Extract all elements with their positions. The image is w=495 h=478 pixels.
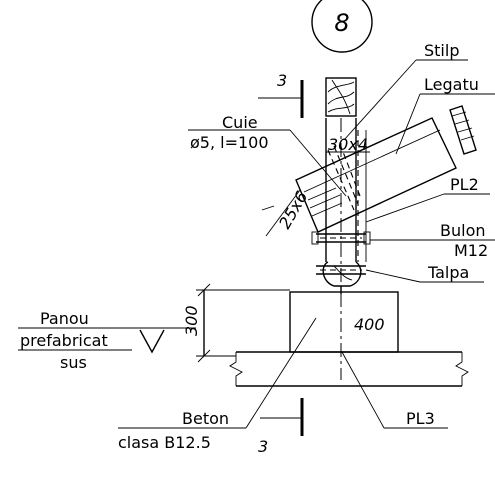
label-cuie: Cuie ø5, l=100 [188, 113, 347, 197]
label-stilp: Stilp [343, 41, 468, 141]
dimension-width-text: 400 [354, 315, 385, 334]
dimension-height: 300 [182, 283, 290, 363]
label-panou-line1: Panou [40, 309, 89, 328]
detail-number-badge: 8 [311, 0, 373, 53]
label-pl3-text: PL3 [406, 409, 435, 428]
label-legatura-text: Legatu [424, 75, 479, 94]
label-talpa-text: Talpa [427, 263, 469, 282]
detail-number: 8 [334, 9, 349, 37]
label-cuie-text: Cuie [222, 113, 258, 132]
label-bulon: Bulon M12 [370, 221, 495, 260]
section-mark-top: 3 [277, 71, 287, 90]
post-section-symbol [325, 77, 357, 117]
label-bulon-text: Bulon [440, 221, 486, 240]
brace-section-text: 25x6 [275, 188, 311, 232]
label-beton: Beton clasa B12.5 [118, 317, 317, 452]
diagonal-brace [295, 105, 477, 233]
nails [327, 143, 361, 211]
base-talpa [322, 261, 362, 294]
ground-slab [229, 351, 469, 387]
label-talpa: Talpa [365, 263, 484, 283]
label-bulon-size: M12 [454, 241, 488, 260]
section-cut-bottom: 3 [258, 398, 304, 456]
label-pl3: PL3 [341, 351, 448, 429]
dimension-height-text: 300 [182, 305, 201, 336]
label-panou: Panou prefabricat sus [18, 309, 196, 372]
brace-section-callout: 25x6 [261, 188, 311, 237]
label-panou-line3: sus [60, 353, 87, 372]
label-panou-line2: prefabricat [20, 331, 108, 350]
label-beton-class: clasa B12.5 [118, 433, 211, 452]
label-stilp-text: Stilp [424, 41, 459, 60]
label-legatura: Legatu [395, 75, 495, 155]
label-pl2-text: PL2 [450, 175, 479, 194]
label-beton-text: Beton [182, 409, 229, 428]
stilp-section-text: 30x4 [328, 135, 368, 154]
label-pl2: PL2 [365, 175, 490, 223]
section-mark-bottom: 3 [258, 437, 268, 456]
label-cuie-spec: ø5, l=100 [190, 133, 269, 152]
section-cut-top: 3 [258, 71, 304, 118]
